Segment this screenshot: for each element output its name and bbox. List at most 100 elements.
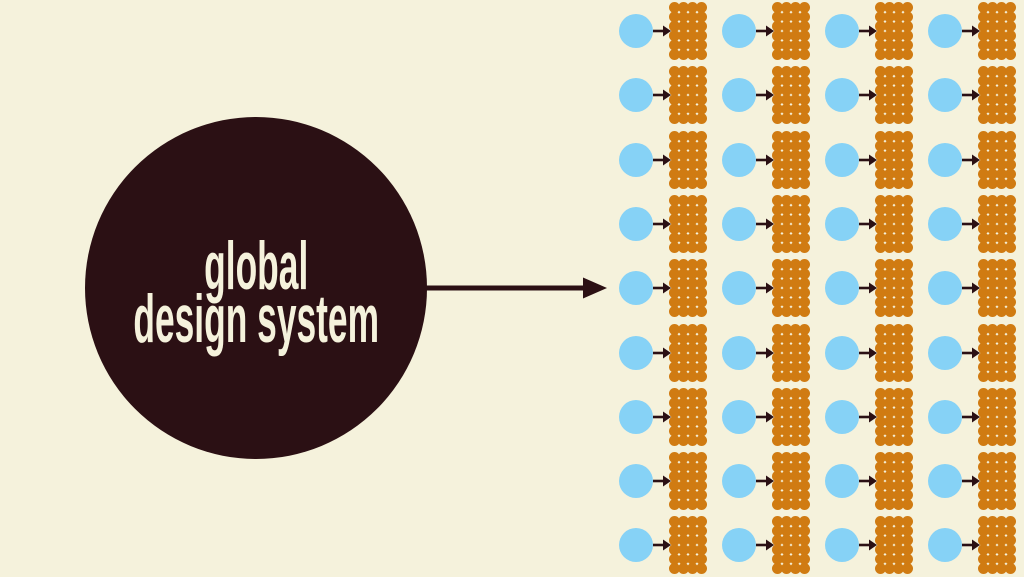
component-dot-grid: [978, 194, 1016, 253]
consumer-node-circle: [825, 142, 859, 177]
design-system-consumer-unit: [928, 66, 1016, 125]
flow-arrow-right-icon: [653, 411, 671, 423]
design-system-consumer-unit: [619, 323, 707, 382]
component-dot-grid: [978, 2, 1016, 60]
flow-arrow-right-icon: [653, 475, 671, 487]
flow-arrow-right-icon: [962, 411, 980, 423]
component-dot-grid: [669, 452, 707, 511]
consumer-node-circle: [825, 271, 859, 306]
component-dot-grid: [669, 130, 707, 189]
component-dot-grid: [669, 387, 707, 446]
design-system-consumer-unit: [825, 516, 913, 575]
design-system-consumer-unit: [928, 2, 1016, 60]
consumer-node-circle: [928, 464, 962, 499]
flow-arrow-right-icon: [859, 25, 877, 37]
component-dot-grid: [669, 323, 707, 382]
design-system-consumer-unit: [825, 387, 913, 446]
consumer-node-circle: [619, 271, 653, 306]
design-system-consumer-unit: [722, 387, 810, 446]
flow-arrow-right-icon: [962, 89, 980, 101]
consumer-node-circle: [619, 335, 653, 370]
flow-arrow-right-icon: [859, 89, 877, 101]
label-line-2: design system: [133, 281, 379, 357]
consumer-node-circle: [928, 142, 962, 177]
component-dot-grid: [875, 2, 913, 60]
component-dot-grid: [875, 387, 913, 446]
flow-arrow-right-icon: [756, 411, 774, 423]
flow-arrow-right-icon: [859, 411, 877, 423]
consumer-node-circle: [825, 464, 859, 499]
consumer-node-circle: [722, 464, 756, 499]
component-dot-grid: [978, 259, 1016, 318]
flow-arrow-right-icon: [859, 347, 877, 358]
design-system-consumer-unit: [722, 2, 810, 60]
flow-arrow-right-icon: [859, 539, 877, 551]
component-dot-grid: [772, 130, 810, 189]
component-dot-grid: [875, 323, 913, 382]
design-system-consumer-unit: [722, 66, 810, 125]
consumer-node-circle: [928, 78, 962, 113]
flow-arrow-right-icon: [859, 282, 877, 294]
flow-arrow-right-icon: [756, 154, 774, 166]
consumer-node-circle: [825, 14, 859, 48]
flow-arrow-right-icon: [962, 154, 980, 166]
component-dot-grid: [669, 194, 707, 253]
flow-arrow-right-icon: [756, 25, 774, 37]
component-dot-grid: [669, 66, 707, 125]
design-system-consumer-unit: [722, 452, 810, 511]
design-system-consumer-unit: [825, 194, 913, 253]
component-dot-grid: [772, 452, 810, 511]
global-design-system-label: global design system: [20, 228, 492, 357]
consumer-node-circle: [722, 335, 756, 370]
design-system-consumer-unit: [619, 387, 707, 446]
design-system-consumer-unit: [928, 194, 1016, 253]
consumer-node-circle: [928, 335, 962, 370]
component-dot-grid: [875, 66, 913, 125]
component-dot-grid: [978, 66, 1016, 125]
design-system-consumer-unit: [928, 516, 1016, 575]
design-system-consumer-unit: [722, 323, 810, 382]
flow-arrow-right-icon: [962, 539, 980, 551]
consumer-node-circle: [722, 14, 756, 48]
flow-arrow-right-icon: [859, 154, 877, 166]
design-system-consumer-unit: [928, 130, 1016, 189]
design-system-consumer-unit: [928, 259, 1016, 318]
consumer-node-circle: [825, 399, 859, 434]
design-system-consumer-unit: [619, 66, 707, 125]
design-system-consumer-unit: [722, 516, 810, 575]
flow-arrow-right-icon: [962, 282, 980, 294]
design-system-consumer-unit: [928, 387, 1016, 446]
flow-arrow-right-icon: [653, 218, 671, 230]
design-system-consumer-unit: [825, 66, 913, 125]
flow-arrow-right-icon: [756, 347, 774, 358]
component-dot-grid: [875, 516, 913, 575]
consumer-node-circle: [928, 399, 962, 434]
flow-arrow-right-icon: [653, 154, 671, 166]
main-arrow-right-icon: [424, 277, 607, 299]
global-design-system-circle: global design system: [85, 117, 427, 459]
design-system-consumer-unit: [722, 130, 810, 189]
flow-arrow-right-icon: [962, 475, 980, 487]
consumer-node-circle: [722, 528, 756, 563]
label-line-1: global: [203, 228, 309, 304]
component-dot-grid: [772, 323, 810, 382]
consumer-node-circle: [619, 399, 653, 434]
component-dot-grid: [772, 259, 810, 318]
flow-arrow-right-icon: [962, 25, 980, 37]
design-system-consumer-unit: [928, 323, 1016, 382]
component-dot-grid: [669, 516, 707, 575]
flow-arrow-right-icon: [653, 25, 671, 37]
consumer-node-circle: [722, 271, 756, 306]
consumer-node-circle: [722, 206, 756, 241]
consumer-node-circle: [722, 142, 756, 177]
component-dot-grid: [772, 516, 810, 575]
design-system-consumer-unit: [825, 2, 913, 60]
component-dot-grid: [772, 387, 810, 446]
consumer-grid: [619, 2, 1024, 577]
flow-arrow-right-icon: [653, 89, 671, 101]
consumer-node-circle: [619, 464, 653, 499]
flow-arrow-right-icon: [756, 89, 774, 101]
component-dot-grid: [978, 516, 1016, 575]
flow-arrow-right-icon: [653, 282, 671, 294]
component-dot-grid: [772, 2, 810, 60]
